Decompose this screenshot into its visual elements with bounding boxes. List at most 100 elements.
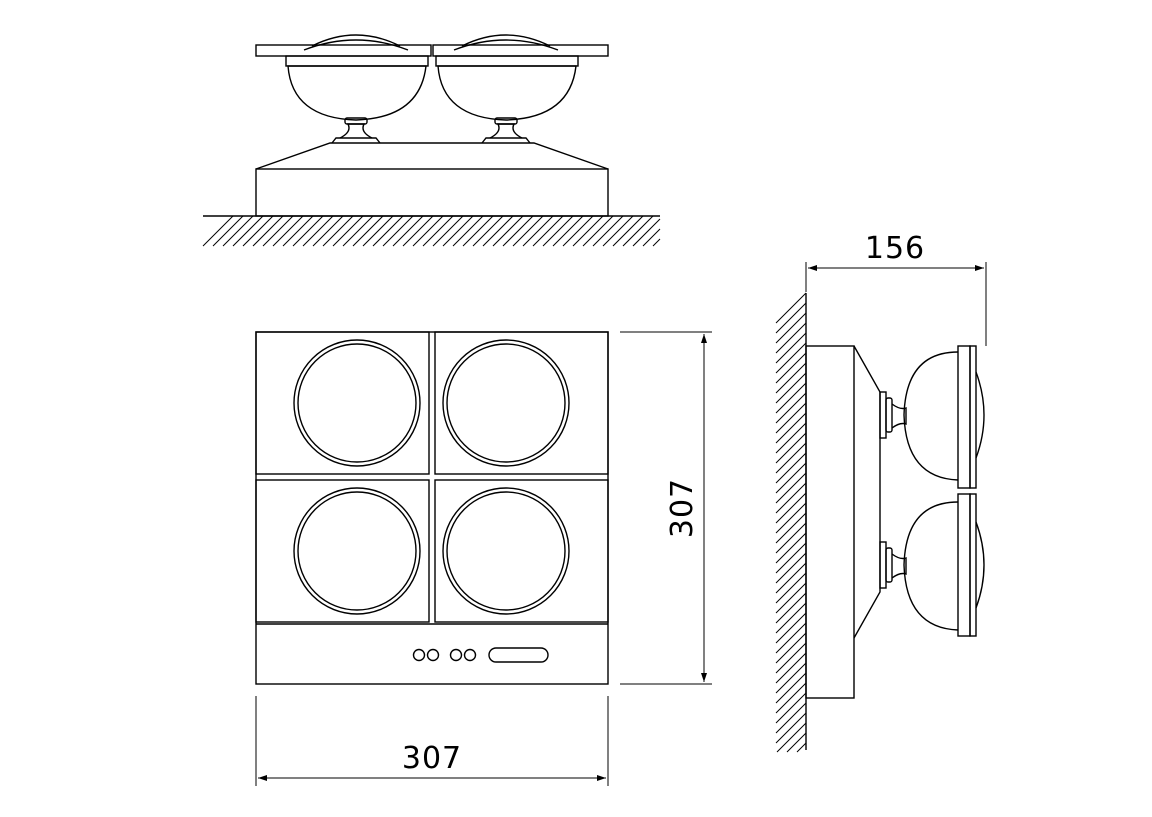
hatch-line — [392, 215, 424, 247]
hatch-line — [582, 215, 614, 247]
hatch-line — [292, 215, 324, 247]
hatch-line — [775, 592, 807, 624]
side-view: 156 — [775, 231, 987, 753]
height-label: 307 — [665, 478, 700, 538]
hatch-line — [775, 602, 807, 634]
hatch-line — [242, 215, 274, 247]
panel-top-right — [434, 331, 609, 475]
hatch-line — [775, 672, 807, 704]
hatch-line — [482, 215, 514, 247]
hatch-line — [775, 682, 807, 714]
hatch-line — [775, 402, 807, 434]
hatch-line — [602, 215, 634, 247]
hatch-line — [775, 492, 807, 524]
hatch-line — [775, 622, 807, 654]
hatch-line — [642, 228, 661, 247]
hatch-line — [775, 382, 807, 414]
side-lamp-lower — [879, 493, 985, 637]
hatch-line — [775, 442, 807, 474]
hatch-line — [412, 215, 444, 247]
hatch-line — [775, 292, 807, 324]
hatch-line — [775, 332, 807, 364]
hatch-line — [432, 215, 464, 247]
hatch-line — [776, 722, 807, 753]
hatch-line — [775, 462, 807, 494]
panel-bottom-right — [434, 479, 609, 623]
hatch-line — [775, 652, 807, 684]
base-top — [255, 142, 609, 170]
hatch-line — [775, 472, 807, 504]
hatch-line — [775, 562, 807, 594]
hatch-line — [472, 215, 504, 247]
lamp-circle-br — [442, 487, 570, 615]
hatch-line — [572, 215, 604, 247]
hatch-line — [775, 522, 807, 554]
hatch-line — [512, 215, 544, 247]
side-base-slope — [853, 345, 881, 639]
base-block — [255, 168, 609, 217]
hatch-line — [775, 352, 807, 384]
hatch-line — [332, 215, 364, 247]
hatch-line — [352, 215, 384, 247]
hatch-line — [402, 215, 434, 247]
hatch-line — [222, 215, 254, 247]
wall-hatching — [775, 292, 807, 753]
hatch-line — [775, 692, 807, 724]
hatch-line — [202, 215, 234, 247]
hatch-line — [422, 215, 454, 247]
hatch-line — [775, 392, 807, 424]
hatch-line — [786, 732, 807, 753]
hatch-line — [775, 412, 807, 444]
hatch-line — [212, 215, 244, 247]
dimension-width: 307 — [255, 696, 609, 786]
hatch-line — [796, 742, 807, 753]
panel-top-left — [255, 331, 430, 475]
panel-bottom-left — [255, 479, 430, 623]
hatch-line — [775, 532, 807, 564]
hatch-line — [775, 312, 807, 344]
dimension-height: 307 — [620, 331, 712, 685]
hatch-line — [775, 322, 807, 354]
hatch-line — [502, 215, 534, 247]
hatch-line — [612, 215, 644, 247]
hatch-line — [775, 662, 807, 694]
hatch-line — [775, 582, 807, 614]
hatch-line — [622, 215, 654, 247]
hatch-line — [775, 612, 807, 644]
hatch-line — [775, 452, 807, 484]
lamp-left — [285, 34, 429, 144]
top-view: 307 307 — [255, 331, 712, 786]
hatch-line — [592, 215, 624, 247]
hatch-line — [322, 215, 354, 247]
lamp-right — [435, 34, 579, 144]
depth-label: 156 — [865, 231, 925, 266]
lamp-circle-tr — [442, 339, 570, 467]
hatch-line — [252, 215, 284, 247]
hatch-line — [775, 572, 807, 604]
hatch-line — [532, 215, 564, 247]
hatch-line — [775, 302, 807, 334]
hatch-line — [775, 422, 807, 454]
hatch-line — [775, 482, 807, 514]
control-slot — [488, 647, 549, 663]
hatch-line — [452, 215, 484, 247]
hatch-line — [552, 215, 584, 247]
hatch-line — [302, 215, 334, 247]
control-buttons — [412, 647, 549, 663]
floor-hatching — [202, 215, 661, 247]
hatch-line — [775, 342, 807, 374]
hatch-line — [775, 712, 807, 744]
hatch-line — [362, 215, 394, 247]
front-view — [202, 34, 661, 247]
hatch-line — [342, 215, 374, 247]
hatch-line — [652, 238, 661, 247]
dimension-depth: 156 — [805, 231, 987, 346]
side-lamp-upper — [879, 345, 985, 489]
hatch-line — [262, 215, 294, 247]
hatch-line — [542, 215, 574, 247]
hatch-line — [775, 502, 807, 534]
plate-left — [255, 44, 432, 57]
hatch-line — [442, 215, 474, 247]
outer-frame — [255, 331, 609, 685]
